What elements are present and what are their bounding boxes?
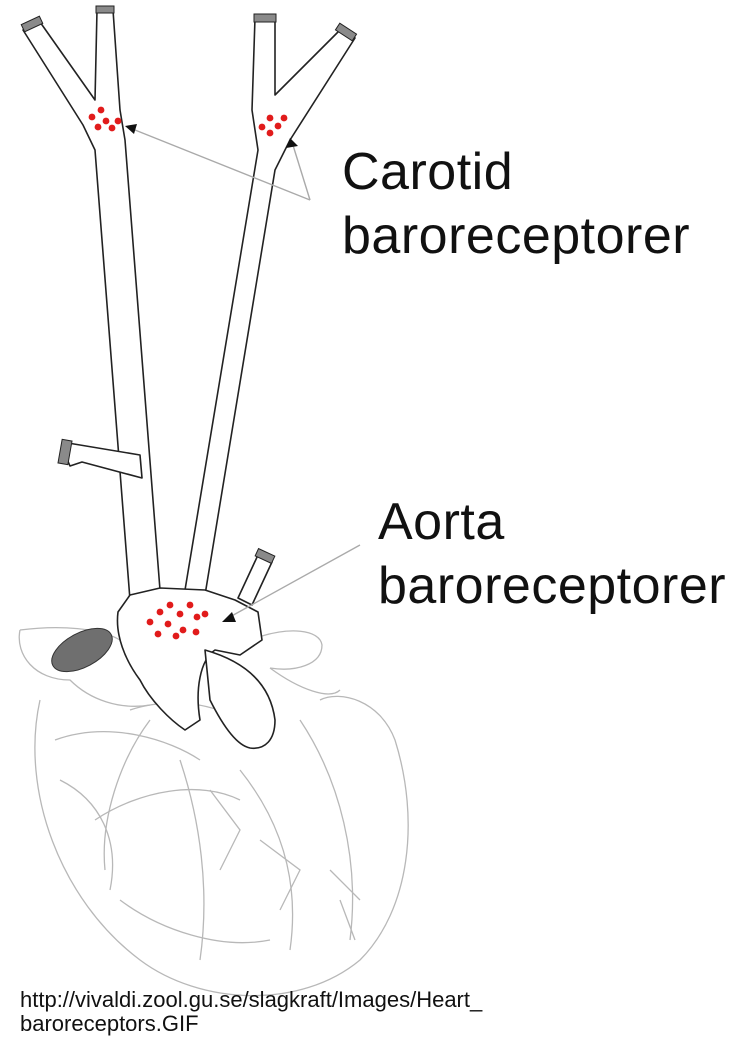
source-url-line2: baroreceptors.GIF [20, 1012, 482, 1036]
carotid-pointer-line-right [292, 142, 310, 200]
aorta-label-line2: baroreceptorer [378, 554, 726, 618]
carotid-baroreceptor-label: Carotid baroreceptorer [342, 140, 690, 268]
carotid-label-line1: Carotid [342, 140, 690, 204]
source-url-line1: http://vivaldi.zool.gu.se/slagkraft/Imag… [20, 988, 482, 1012]
aorta-label-line1: Aorta [378, 490, 726, 554]
carotid-left-arrowhead [125, 124, 137, 134]
carotid-label-line2: baroreceptorer [342, 204, 690, 268]
aortic-baroreceptor-label: Aorta baroreceptorer [378, 490, 726, 618]
source-url-caption: http://vivaldi.zool.gu.se/slagkraft/Imag… [20, 988, 482, 1036]
pointer-lines [130, 128, 360, 618]
